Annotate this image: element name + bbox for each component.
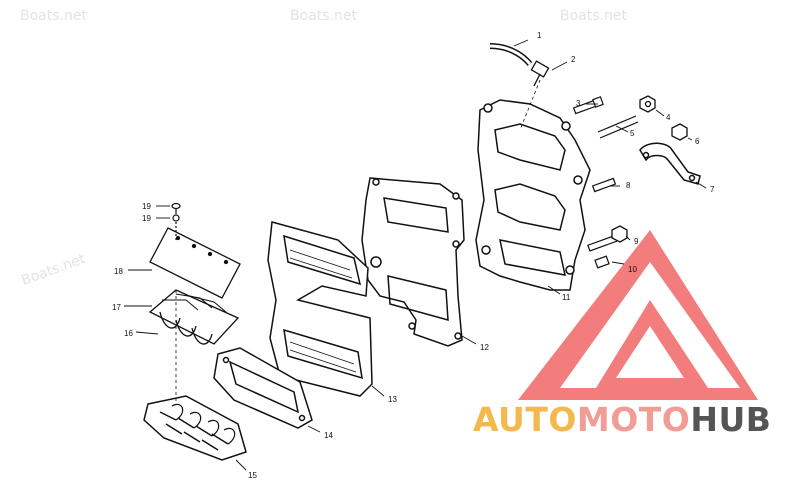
part-reed-stop — [149, 227, 241, 299]
callout-14: 14 — [324, 431, 333, 440]
callout-7: 7 — [710, 185, 715, 194]
callout-3: 3 — [576, 99, 581, 108]
callout-17: 17 — [112, 303, 121, 312]
callout-5: 5 — [630, 129, 635, 138]
part-reed-petals — [148, 289, 240, 345]
part-screws — [171, 202, 181, 240]
callout-4: 4 — [666, 113, 671, 122]
callout-9: 9 — [634, 237, 639, 246]
callout-2: 2 — [571, 55, 576, 64]
watermark: Boats.net — [20, 8, 87, 24]
callout-15: 15 — [248, 471, 257, 480]
watermark: Boats.net — [290, 8, 357, 24]
callout-1: 1 — [537, 31, 542, 40]
callout-16: 16 — [124, 329, 133, 338]
callout-10: 10 — [628, 265, 637, 274]
brand-part-hub: HUB — [690, 400, 772, 439]
callout-12: 12 — [480, 343, 489, 352]
alignment-lines — [175, 79, 541, 404]
logo-triangle-icon — [518, 230, 758, 400]
brand-part-auto: AUTO — [473, 400, 577, 439]
callout-13: 13 — [388, 395, 397, 404]
part-reed-block-housing — [475, 99, 591, 291]
brand-part-moto: MOTO — [576, 400, 691, 439]
part-gasket — [361, 177, 465, 347]
part-hose — [489, 43, 533, 67]
callout-18: 18 — [114, 267, 123, 276]
callout-11: 11 — [562, 293, 571, 302]
part-fitting — [530, 60, 550, 87]
part-bracket — [639, 142, 701, 185]
callout-6: 6 — [695, 137, 700, 146]
callout-19: 19 — [142, 202, 151, 211]
leader-lines — [124, 39, 707, 471]
part-reed-plate — [267, 221, 382, 397]
part-spacer-plate — [213, 347, 313, 429]
brand-wordmark: AUTOMOTOHUB — [473, 400, 771, 439]
callout-8: 8 — [626, 181, 631, 190]
callout-19-second: 19 — [142, 214, 151, 223]
callout-labels: 1 2 3 4 5 6 7 8 9 10 11 12 13 14 15 16 1… — [112, 31, 715, 480]
watermark: Boats.net — [560, 8, 627, 24]
part-nuts — [611, 95, 688, 243]
part-reed-cage — [143, 395, 247, 461]
